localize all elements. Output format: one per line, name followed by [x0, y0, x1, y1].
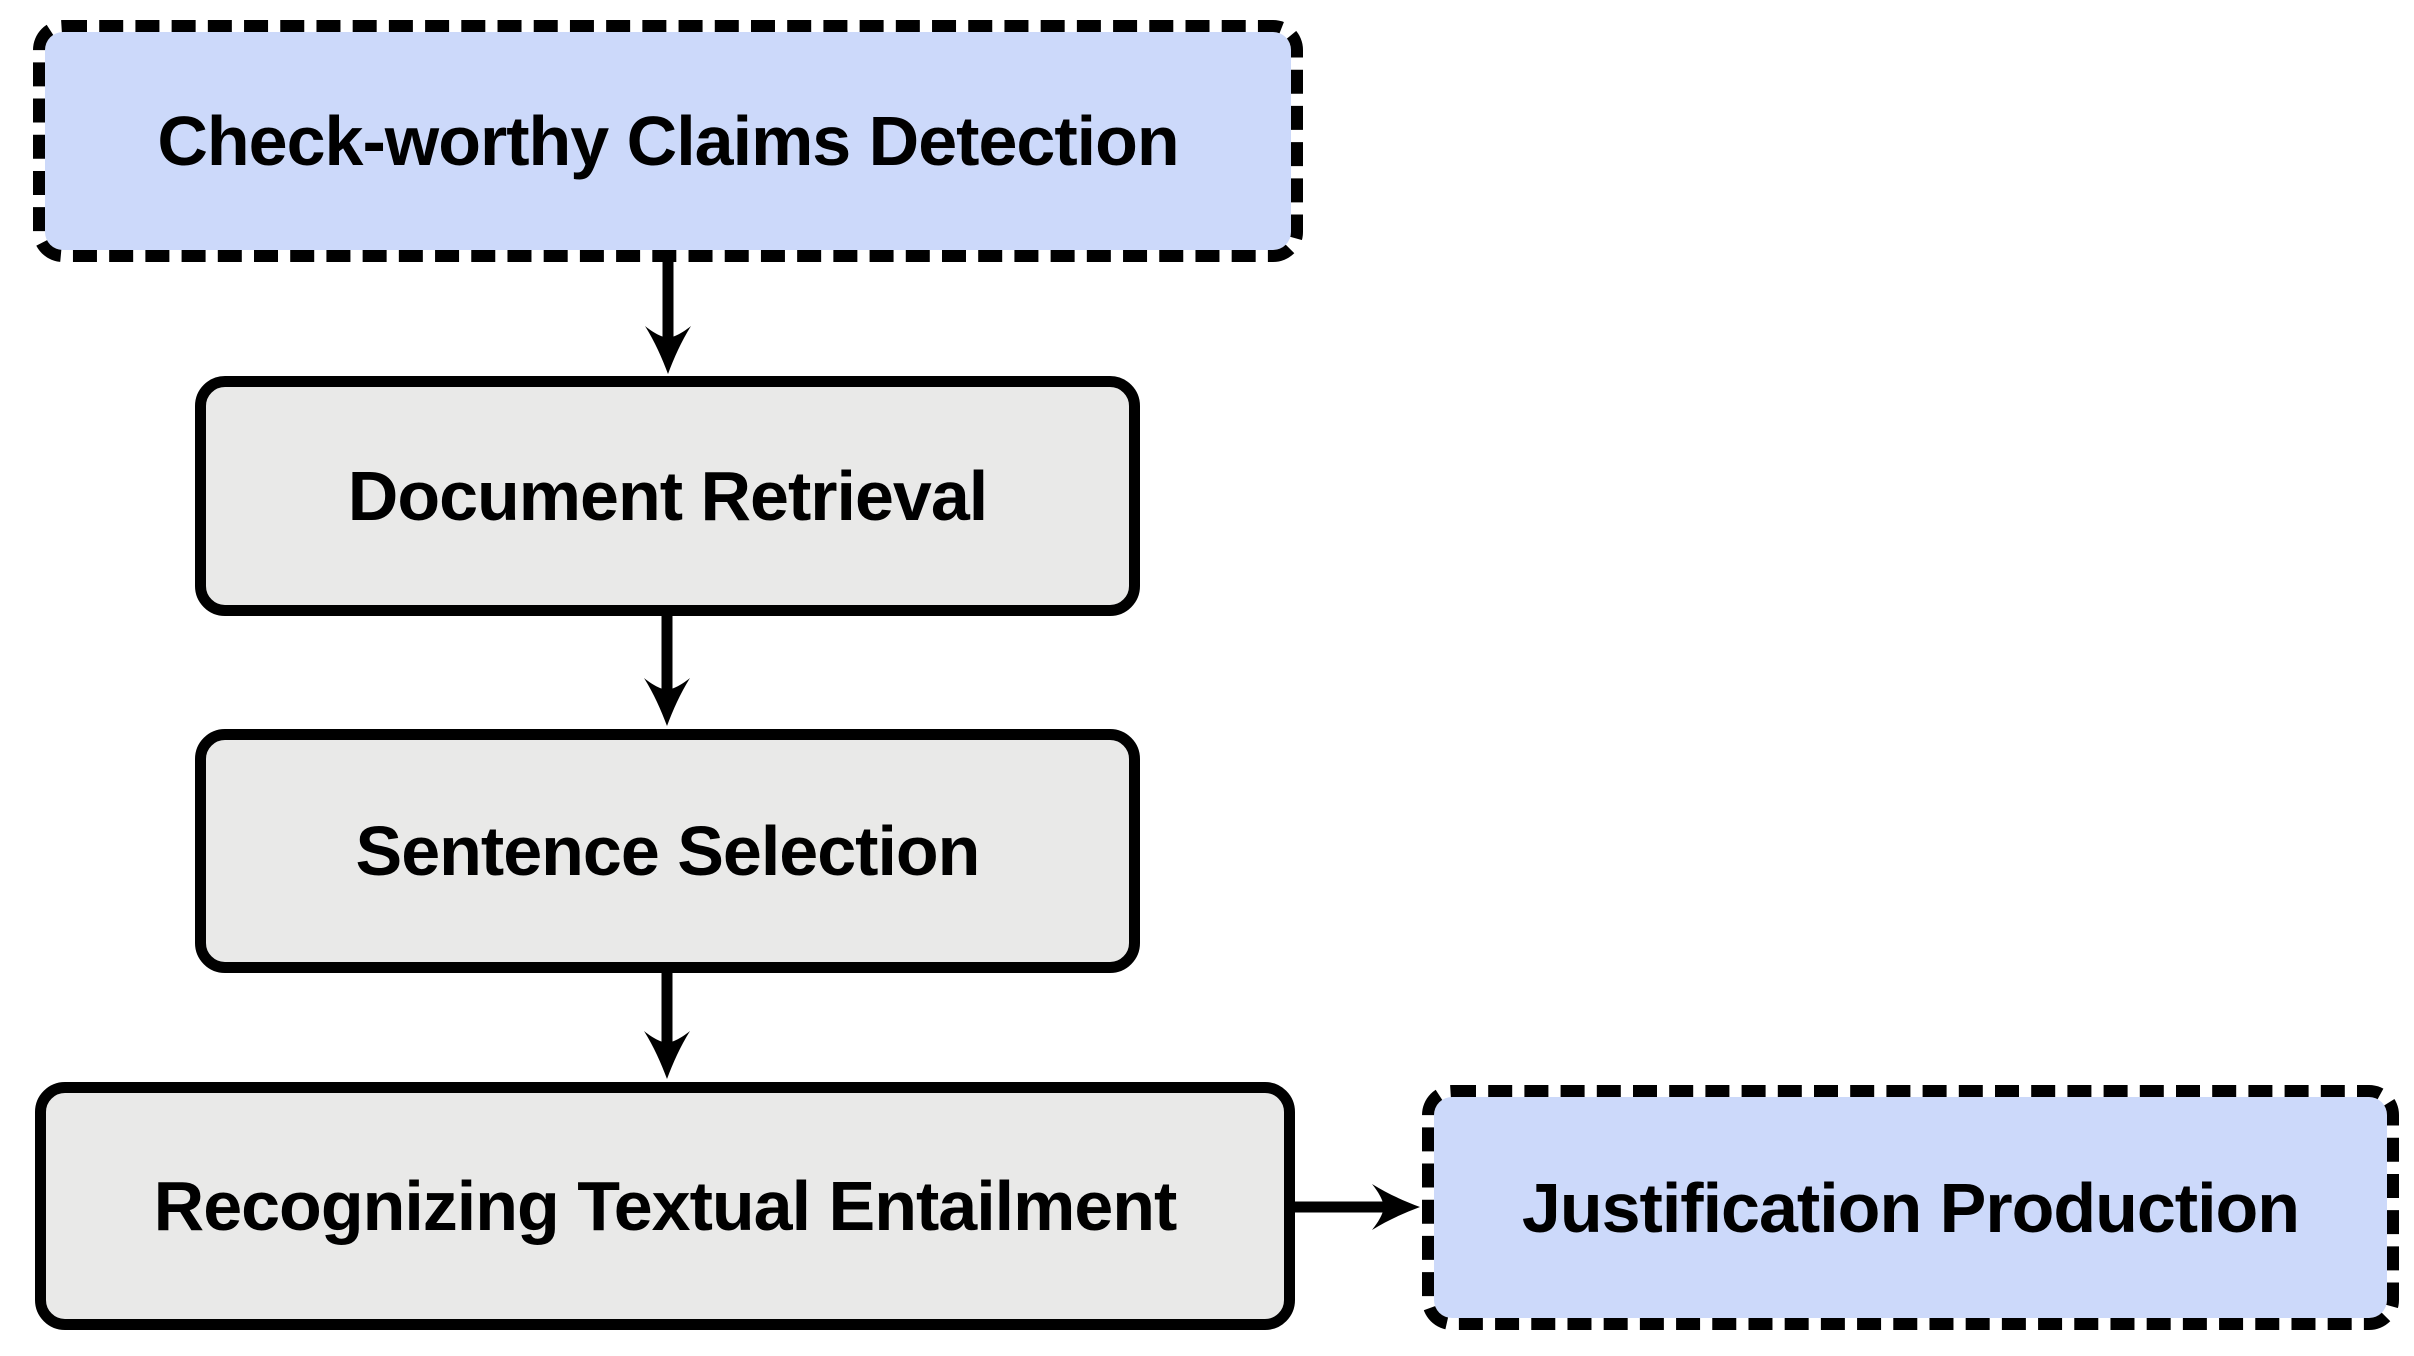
arrow-document-retrieval-to-sentence-selection — [644, 614, 690, 726]
node-justification-production: Justification Production — [1422, 1085, 2399, 1330]
node-label-document-retrieval: Document Retrieval — [347, 457, 988, 535]
node-label-check-worthy-claims-detection: Check-worthy Claims Detection — [157, 102, 1179, 180]
arrow-rte-to-justification-production — [1293, 1184, 1420, 1230]
node-recognizing-textual-entailment: Recognizing Textual Entailment — [35, 1082, 1295, 1330]
node-document-retrieval: Document Retrieval — [195, 376, 1140, 616]
node-label-sentence-selection: Sentence Selection — [355, 812, 981, 890]
arrow-claims-to-document-retrieval — [645, 260, 691, 374]
arrow-sentence-selection-to-rte — [644, 971, 690, 1079]
node-check-worthy-claims-detection: Check-worthy Claims Detection — [33, 20, 1303, 262]
node-label-justification-production: Justification Production — [1521, 1168, 2300, 1247]
node-label-recognizing-textual-entailment: Recognizing Textual Entailment — [153, 1167, 1178, 1245]
node-sentence-selection: Sentence Selection — [195, 729, 1140, 973]
